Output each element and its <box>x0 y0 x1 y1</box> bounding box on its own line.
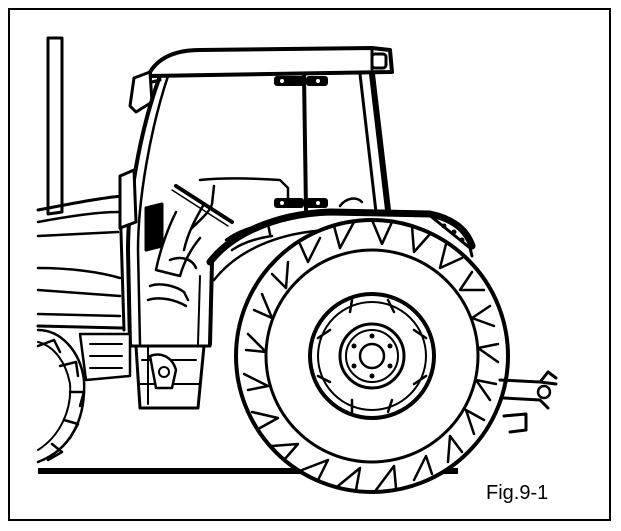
ground-line <box>38 468 458 474</box>
exhaust-pipe <box>46 36 64 216</box>
steering-wheel-icon <box>171 177 290 252</box>
figure-caption: Fig.9-1 <box>486 482 549 504</box>
rear-hitch <box>498 370 558 434</box>
rear-tire <box>234 218 510 494</box>
engine-hood <box>36 194 126 332</box>
transmission <box>78 332 178 390</box>
door-handle-icon <box>118 168 164 252</box>
front-tire <box>36 328 86 464</box>
cab-seat <box>146 197 364 308</box>
mirror-icon <box>128 70 162 114</box>
cab-roof <box>148 46 394 78</box>
window-hinges <box>274 76 328 208</box>
